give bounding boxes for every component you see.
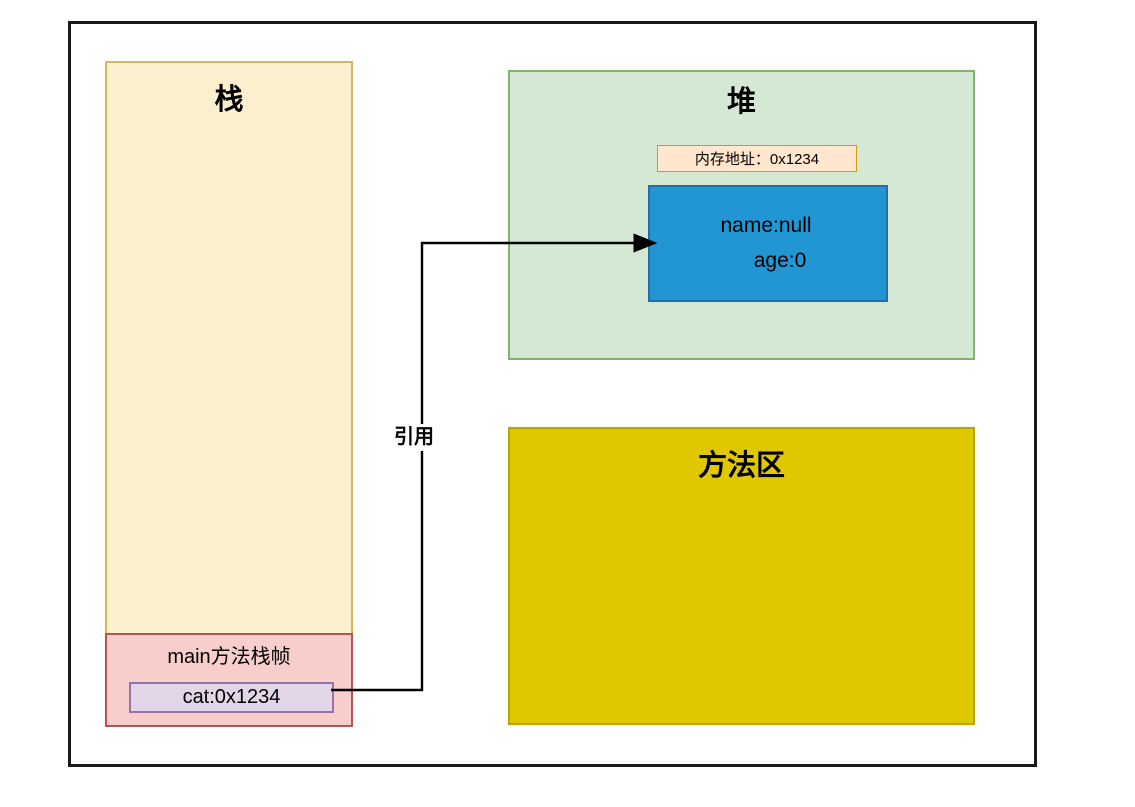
stack-region: 栈 main方法栈帧 cat:0x1234 [105,61,353,727]
cat-variable-label: cat:0x1234 [182,686,281,708]
memory-address-label: 内存地址：0x1234 [694,151,820,168]
method-area-region: 方法区 [508,427,975,725]
heap-region-title: 堆 [726,86,756,118]
stack-region-title: 栈 [214,84,244,116]
heap-object-box: name:null age:0 [648,185,888,302]
diagram-outer-frame: 栈 main方法栈帧 cat:0x1234 堆 内存地址：0x1234 name… [68,21,1037,767]
reference-arrow-label: 引用 [380,424,448,451]
object-field-age: age:0 [753,248,807,272]
object-field-name: name:null [720,214,812,238]
method-area-region-title: 方法区 [697,450,785,482]
heap-region: 堆 内存地址：0x1234 name:null age:0 [508,70,975,360]
memory-address-badge: 内存地址：0x1234 [657,145,857,172]
main-method-stack-frame: main方法栈帧 cat:0x1234 [105,633,353,727]
cat-variable-slot: cat:0x1234 [129,682,334,713]
main-method-stack-frame-label: main方法栈帧 [167,646,291,668]
